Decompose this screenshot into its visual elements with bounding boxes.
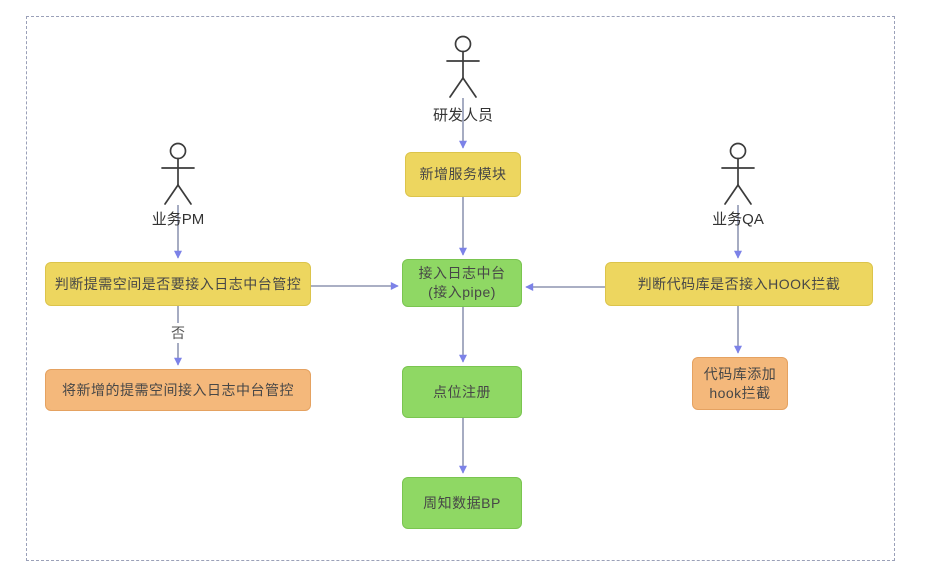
node-judge-repo: 判断代码库是否接入HOOK拦截 bbox=[605, 262, 873, 306]
node-new-service-module: 新增服务模块 bbox=[405, 152, 521, 197]
edge-label-no: 否 bbox=[169, 323, 187, 343]
node-access-log-center: 接入日志中台 (接入pipe) bbox=[402, 259, 522, 307]
actor-label-qa: 业务QA bbox=[712, 211, 764, 228]
node-connect-space: 将新增的提需空间接入日志中台管控 bbox=[45, 369, 311, 411]
actor-label-dev: 研发人员 bbox=[432, 107, 493, 124]
diagram-dashed-border bbox=[26, 16, 895, 561]
node-add-hook: 代码库添加 hook拦截 bbox=[692, 357, 788, 410]
node-notify-data-bp: 周知数据BP bbox=[402, 477, 522, 529]
node-judge-space: 判断提需空间是否要接入日志中台管控 bbox=[45, 262, 311, 306]
node-point-register: 点位注册 bbox=[402, 366, 522, 418]
actor-label-pm: 业务PM bbox=[151, 211, 205, 228]
